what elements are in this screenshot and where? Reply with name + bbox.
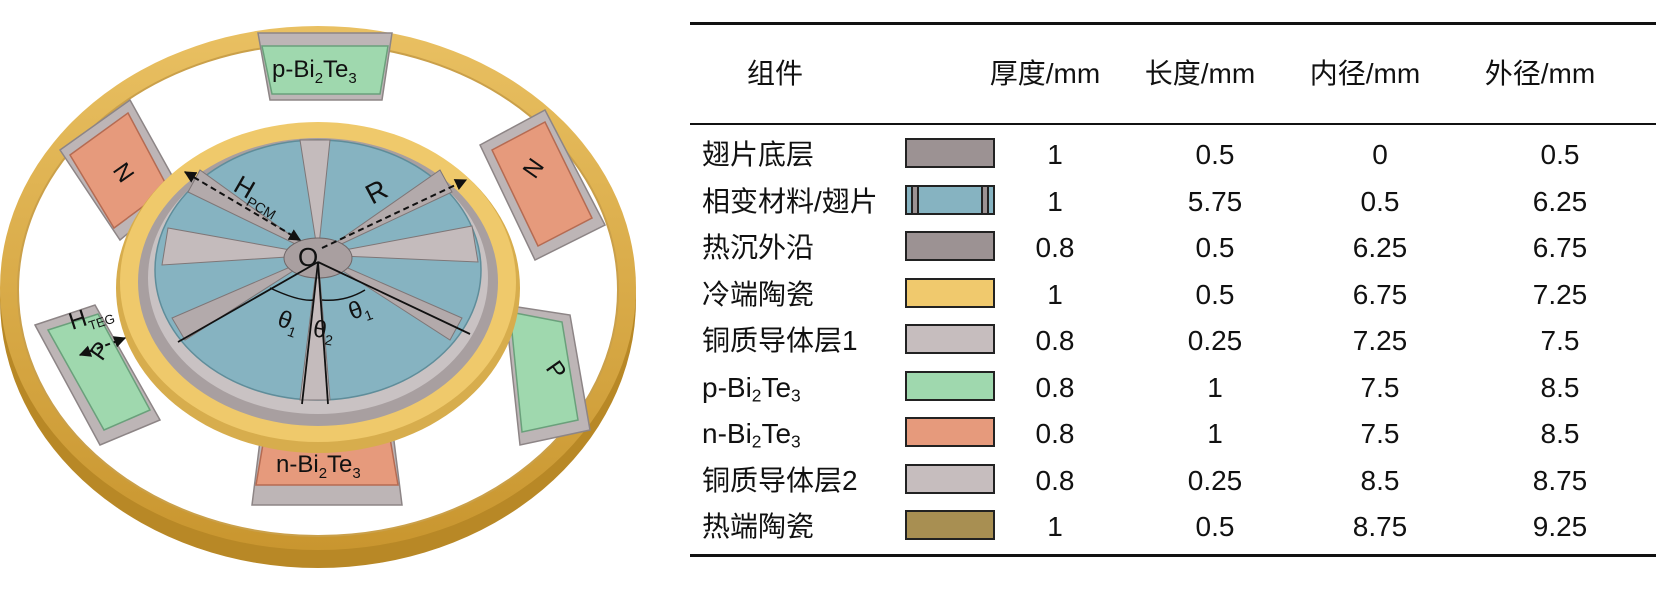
length-value: 1	[1207, 371, 1223, 403]
length-value: 0.5	[1195, 511, 1235, 542]
teg-segment-upper-right-n: N	[479, 108, 607, 262]
thickness-value: 0.8	[1035, 232, 1075, 263]
thickness-value: 0.8	[1035, 325, 1075, 356]
color-swatch	[905, 277, 995, 308]
table-row: 铜质导体层2 0.8 0.25 8.5 8.75	[690, 458, 1656, 504]
segment-label-p-top: p-Bi2Te3	[272, 56, 357, 87]
thickness-value: 1	[1047, 185, 1063, 217]
component-name: 相变材料/翅片	[702, 185, 878, 217]
outer-diameter-value: 7.25	[1532, 278, 1588, 310]
inner-diameter-value: 6.25	[1352, 232, 1408, 263]
inner-diameter-value: 7.5	[1360, 371, 1400, 403]
segment-label-n-bottom: n-Bi2Te3	[276, 451, 361, 482]
component-name: 翅片底层	[702, 139, 815, 170]
teg-segment-top-p: p-Bi2Te3	[257, 32, 393, 101]
table-row: 相变材料/翅片 1 5.75 0.5 6.25	[690, 179, 1656, 225]
color-swatch	[905, 324, 995, 354]
fin-mark	[911, 186, 919, 213]
color-swatch	[905, 417, 995, 447]
length-value: 1	[1207, 418, 1223, 449]
table-row: n-Bi2Te3 0.8 1 7.5 8.5	[690, 411, 1656, 457]
outer-diameter-value: 8.5	[1540, 418, 1580, 449]
component-name: 热沉外沿	[702, 232, 815, 263]
label-h-teg: HTEG	[66, 296, 117, 338]
length-value: 0.5	[1195, 278, 1235, 310]
table-row: 热端陶瓷 1 0.5 8.75 9.25	[690, 504, 1656, 550]
outer-diameter-value: 9.25	[1532, 511, 1588, 542]
thickness-value: 1	[1047, 511, 1063, 542]
table-row: 翅片底层 1 0.5 0 0.5	[690, 132, 1656, 178]
annotations	[78, 171, 471, 405]
inner-diameter-value: 8.5	[1360, 464, 1400, 496]
inner-diameter-value: 6.75	[1352, 278, 1408, 310]
table-bottom-rule	[690, 554, 1656, 557]
header-length: 长度/mm	[1144, 58, 1256, 89]
color-swatch	[905, 370, 995, 401]
component-name: 铜质导体层2	[702, 464, 858, 496]
table-top-rule	[690, 22, 1656, 25]
inner-diameter-value: 0	[1372, 139, 1388, 170]
header-component: 组件	[746, 58, 803, 89]
outer-diameter-value: 0.5	[1540, 139, 1580, 170]
length-value: 0.5	[1195, 232, 1235, 263]
color-swatch	[905, 231, 995, 261]
table-header-rule	[690, 123, 1656, 125]
outer-diameter-value: 6.25	[1532, 185, 1588, 217]
diagram-labels: HPCM R O HTEG θ1 θ2 θ1	[66, 169, 393, 348]
thickness-value: 1	[1047, 278, 1063, 310]
inner-diameter-value: 7.25	[1352, 325, 1408, 356]
outer-diameter-value: 7.5	[1540, 325, 1580, 356]
component-name: 铜质导体层1	[702, 325, 858, 356]
color-swatch	[905, 463, 995, 494]
label-theta2: θ2	[310, 315, 336, 348]
table-row: 铜质导体层1 0.8 0.25 7.25 7.5	[690, 318, 1656, 364]
component-name: p-Bi2Te3	[702, 371, 801, 405]
length-value: 0.5	[1195, 139, 1235, 170]
component-name: 热端陶瓷	[702, 511, 815, 542]
color-swatch	[905, 138, 995, 168]
teg-pcm-structure-diagram: p-Bi2Te3 n-Bi2Te3 N N P P	[0, 26, 636, 568]
color-swatch	[905, 184, 995, 215]
inner-diameter-value: 0.5	[1360, 185, 1400, 217]
header-outer-diameter: 外径/mm	[1484, 58, 1596, 89]
inner-diameter-value: 8.75	[1352, 511, 1408, 542]
outer-diameter-value: 8.5	[1540, 371, 1580, 403]
outer-diameter-value: 6.75	[1532, 232, 1588, 263]
label-center-o: O	[298, 242, 318, 272]
fin-mark	[981, 186, 989, 213]
thickness-value: 0.8	[1035, 464, 1075, 496]
table-row: 冷端陶瓷 1 0.5 6.75 7.25	[690, 272, 1656, 318]
thickness-value: 0.8	[1035, 418, 1075, 449]
component-name: 冷端陶瓷	[702, 278, 815, 310]
length-value: 0.25	[1187, 325, 1243, 356]
outer-diameter-value: 8.75	[1532, 464, 1588, 496]
thickness-value: 0.8	[1035, 371, 1075, 403]
inner-diameter-value: 7.5	[1360, 418, 1400, 449]
length-value: 0.25	[1187, 464, 1243, 496]
thickness-value: 1	[1047, 139, 1063, 170]
teg-segment-lower-right-p: P	[504, 304, 591, 446]
component-name: n-Bi2Te3	[702, 418, 801, 452]
table-row: p-Bi2Te3 0.8 1 7.5 8.5	[690, 365, 1656, 411]
color-swatch	[905, 510, 995, 540]
header-thickness: 厚度/mm	[989, 58, 1101, 89]
length-value: 5.75	[1187, 185, 1243, 217]
header-inner-diameter: 内径/mm	[1309, 58, 1421, 89]
table-row: 热沉外沿 0.8 0.5 6.25 6.75	[690, 225, 1656, 271]
